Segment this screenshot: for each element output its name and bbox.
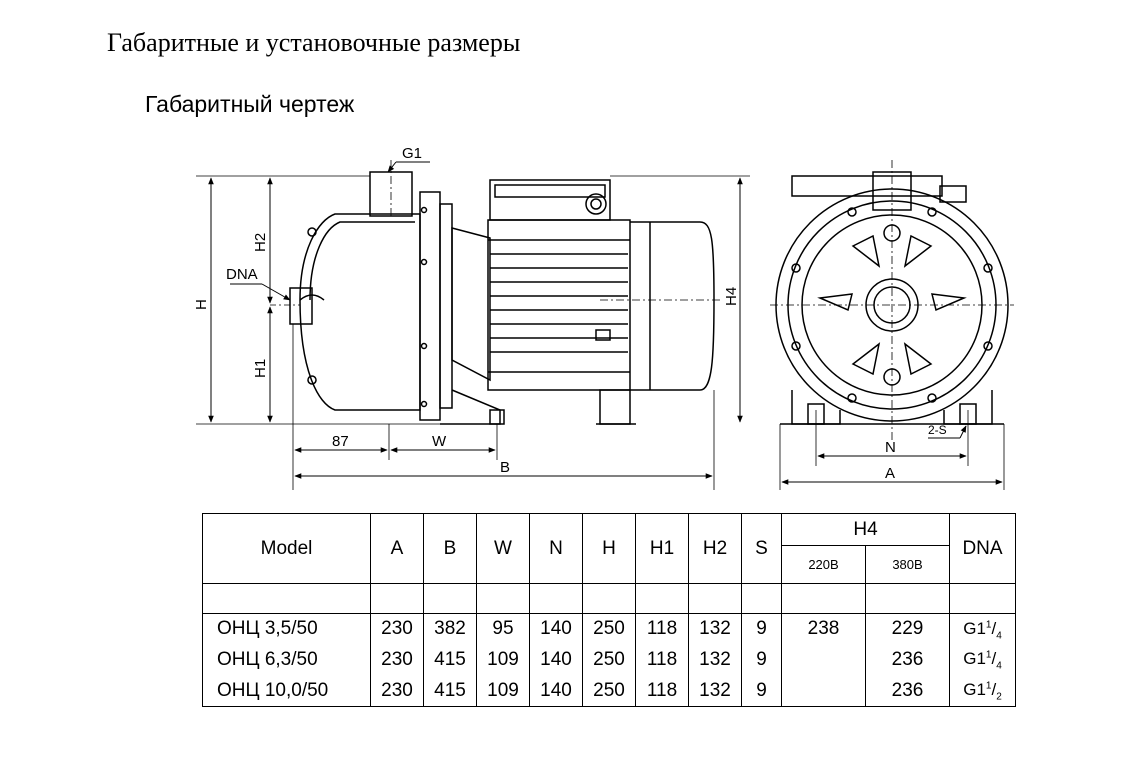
- cell-dna: G11/2: [949, 675, 1016, 707]
- side-view-dimensions: [196, 161, 750, 490]
- label-b: B: [500, 459, 510, 476]
- header-h4-380: 380В: [865, 545, 950, 584]
- table-spacer-row: [202, 583, 1016, 614]
- cell-h2: 132: [688, 675, 742, 707]
- cell-h4-380: 236: [865, 644, 950, 676]
- cell-b: 415: [423, 675, 477, 707]
- label-a: A: [885, 465, 895, 482]
- label-h: H: [193, 299, 210, 310]
- header-h1: H1: [635, 513, 689, 584]
- cell-dna: G11/4: [949, 613, 1016, 645]
- label-h1: H1: [252, 359, 269, 378]
- cell-n: 140: [529, 675, 583, 707]
- pump-dimension-drawing: G1 H2 DNA H H1 H4 87 W B: [193, 145, 1014, 490]
- header-model: Model: [202, 513, 371, 584]
- table-row: ОНЦ 10,0/50 230 415 109 140 250 118 132 …: [202, 675, 1016, 707]
- header-h: H: [582, 513, 636, 584]
- header-dna: DNA: [949, 513, 1016, 584]
- header-s: S: [741, 513, 782, 584]
- label-n: N: [885, 439, 896, 456]
- cell-s: 9: [741, 644, 782, 676]
- header-h2: H2: [688, 513, 742, 584]
- cell-w: 109: [476, 675, 530, 707]
- cell-a: 230: [370, 613, 424, 645]
- label-w: W: [432, 433, 447, 450]
- label-2s: 2-S: [928, 423, 947, 437]
- dimensions-table: Model A B W N H H1 H2 S H4 DNA 220В 380В…: [202, 513, 1016, 707]
- label-h2: H2: [252, 233, 269, 252]
- header-a: A: [370, 513, 424, 584]
- cell-n: 140: [529, 644, 583, 676]
- cell-h1: 118: [635, 644, 689, 676]
- cell-h4-220: [781, 644, 866, 676]
- cell-h1: 118: [635, 675, 689, 707]
- cell-dna: G11/4: [949, 644, 1016, 676]
- cell-h4-220: [781, 675, 866, 707]
- cell-h4-380: 229: [865, 613, 950, 645]
- front-view: [770, 160, 1014, 440]
- header-w: W: [476, 513, 530, 584]
- cell-h2: 132: [688, 644, 742, 676]
- cell-w: 109: [476, 644, 530, 676]
- cell-h1: 118: [635, 613, 689, 645]
- label-dna-drawing: DNA: [226, 266, 258, 283]
- front-view-dimensions: [779, 410, 1005, 490]
- cell-h: 250: [582, 644, 636, 676]
- cell-model: ОНЦ 10,0/50: [202, 675, 371, 707]
- table-header-row: Model A B W N H H1 H2 S H4 DNA: [202, 513, 1016, 584]
- cell-model: ОНЦ 3,5/50: [202, 613, 371, 645]
- cell-s: 9: [741, 613, 782, 645]
- cell-b: 415: [423, 644, 477, 676]
- cell-a: 230: [370, 644, 424, 676]
- page-title: Габаритные и установочные размеры: [107, 28, 521, 57]
- cell-w: 95: [476, 613, 530, 645]
- side-view: [270, 160, 720, 425]
- cell-a: 230: [370, 675, 424, 707]
- cell-h2: 132: [688, 613, 742, 645]
- header-h4-220: 220В: [781, 545, 866, 584]
- table-row: ОНЦ 3,5/50 230 382 95 140 250 118 132 9 …: [202, 613, 1016, 645]
- cell-b: 382: [423, 613, 477, 645]
- header-n: N: [529, 513, 583, 584]
- cell-model: ОНЦ 6,3/50: [202, 644, 371, 676]
- label-87: 87: [332, 433, 349, 450]
- cell-s: 9: [741, 675, 782, 707]
- header-h4: H4: [781, 513, 950, 546]
- cell-n: 140: [529, 613, 583, 645]
- cell-h: 250: [582, 675, 636, 707]
- cell-h4-380: 236: [865, 675, 950, 707]
- label-g1: G1: [402, 145, 422, 162]
- cell-h4-220: 238: [781, 613, 866, 645]
- cell-h: 250: [582, 613, 636, 645]
- label-h4: H4: [723, 287, 740, 306]
- table-row: ОНЦ 6,3/50 230 415 109 140 250 118 132 9…: [202, 644, 1016, 676]
- header-b: B: [423, 513, 477, 584]
- drawing-subtitle: Габаритный чертеж: [145, 91, 355, 117]
